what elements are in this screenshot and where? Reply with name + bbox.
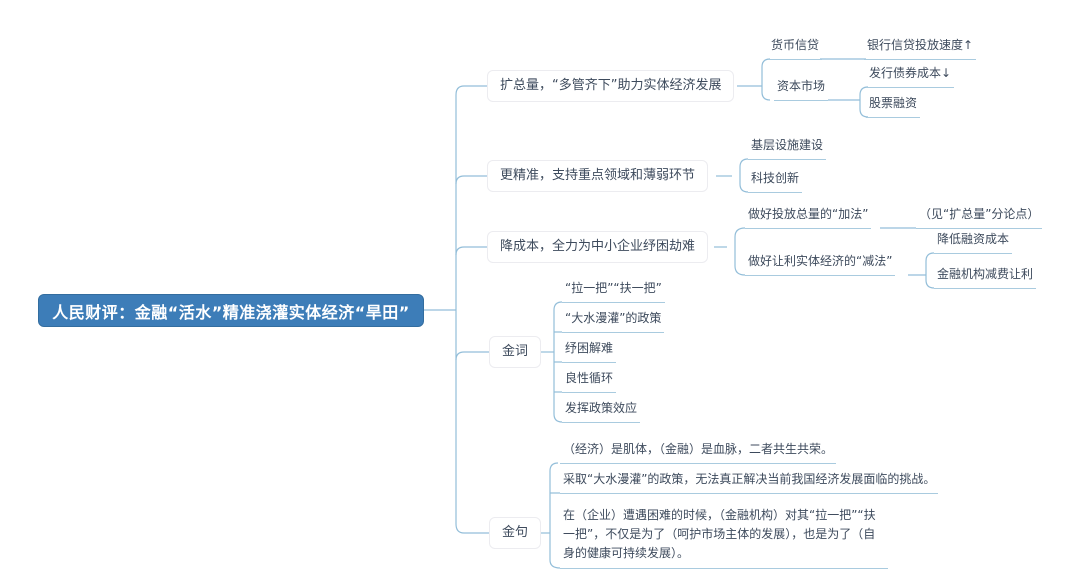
node-stock-financing[interactable]: 股票融资	[866, 95, 921, 118]
node-infrastructure[interactable]: 基层设施建设	[748, 137, 827, 160]
node-see-expand-volume-note[interactable]: （见“扩总量”分论点）	[916, 206, 1043, 229]
branch-more-precise[interactable]: 更精准，支持重点领域和薄弱环节	[487, 160, 709, 192]
node-addition-of-volume[interactable]: 做好投放总量的“加法”	[745, 206, 872, 229]
node-subtraction-for-economy[interactable]: 做好让利实体经济的“减法”	[745, 253, 896, 276]
node-sentence-flood-challenge[interactable]: 采取“大水漫灌”的政策，无法真正解决当前我国经济发展面临的挑战。	[560, 471, 939, 494]
node-word-pull-support[interactable]: “拉一把”“扶一把”	[562, 280, 665, 303]
branch-lower-cost[interactable]: 降成本，全力为中小企业纾困劫难	[487, 231, 709, 263]
node-capital-market[interactable]: 资本市场	[774, 78, 829, 101]
node-word-relief[interactable]: 纾困解难	[562, 340, 617, 363]
branch-expand-volume[interactable]: 扩总量，“多管齐下”助力实体经济发展	[487, 70, 735, 102]
branch-golden-sentences[interactable]: 金句	[489, 517, 542, 549]
node-tech-innovation[interactable]: 科技创新	[748, 170, 803, 193]
node-word-flood-policy[interactable]: “大水漫灌”的政策	[562, 310, 665, 333]
node-bank-credit-speed[interactable]: 银行信贷投放速度↑	[864, 37, 977, 60]
node-sentence-enterprise-support[interactable]: 在（企业）遭遇困难的时候，（金融机构）对其“拉一把”“扶一把”，不仅是为了（呵护…	[560, 506, 888, 569]
node-sentence-economy-body[interactable]: （经济）是肌体，（金融）是血脉，二者共生共荣。	[560, 441, 837, 464]
node-bond-cost[interactable]: 发行债券成本↓	[866, 65, 955, 88]
node-fee-reduction[interactable]: 金融机构减费让利	[934, 266, 1037, 289]
branch-golden-words[interactable]: 金词	[489, 336, 542, 368]
node-word-virtuous-cycle[interactable]: 良性循环	[562, 370, 617, 393]
root-topic[interactable]: 人民财评：金融“活水”精准浇灌实体经济“旱田”	[38, 294, 424, 327]
node-lower-financing-cost[interactable]: 降低融资成本	[934, 231, 1013, 254]
node-word-policy-effect[interactable]: 发挥政策效应	[562, 400, 641, 423]
node-monetary-credit[interactable]: 货币信贷	[768, 37, 823, 60]
